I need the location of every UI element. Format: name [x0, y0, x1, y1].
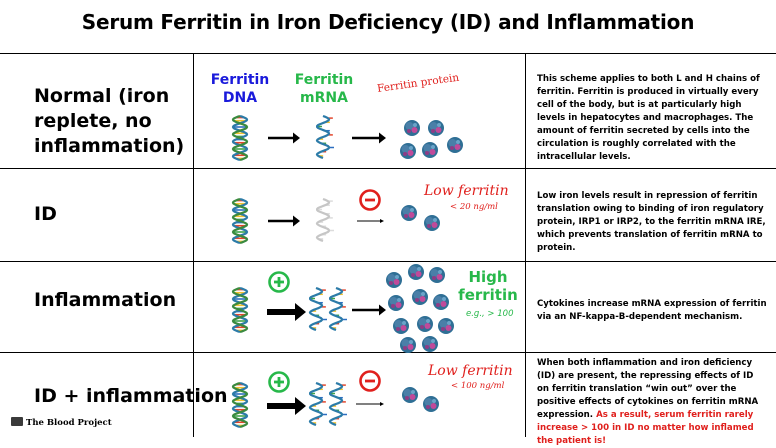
diagram-title: Serum Ferritin in Iron Deficiency (ID) a…: [81, 10, 695, 34]
thin-arrow-icon: [357, 219, 384, 223]
status-threshold-id: < 20 ng/ml: [450, 202, 498, 212]
status-low-ferritin-id: Low ferritin: [424, 183, 509, 199]
column-divider: [525, 53, 526, 437]
minus-sign-icon: [359, 370, 381, 392]
arrow-icon: [352, 304, 386, 316]
dna-helix-icon: [231, 381, 249, 429]
ferritin-protein-icon: [393, 318, 409, 334]
row-label-id-inflammation: ID + inflammation: [34, 385, 228, 407]
status-threshold-inflammation: e.g., > 100: [466, 309, 514, 319]
ferritin-protein-icon: [429, 267, 445, 283]
row-label-inflammation: Inflammation: [34, 289, 177, 311]
dna-helix-icon: [231, 114, 249, 162]
minus-sign-icon: [359, 189, 381, 211]
description-inflammation: Cytokines increase mRNA expression of fe…: [537, 299, 767, 322]
row-divider: [0, 352, 776, 353]
description-id: Low iron levels result in repression of …: [537, 191, 766, 253]
ferritin-protein-icon: [400, 143, 416, 159]
ferritin-protein-icon: [408, 264, 424, 280]
ferritin-protein-icon: [402, 387, 418, 403]
blood-project-logo: The Blood Project: [11, 417, 112, 428]
ferritin-protein-icon: [417, 316, 433, 332]
row-divider: [0, 261, 776, 262]
ferritin-protein-icon: [423, 396, 439, 412]
ferritin-protein-icon: [400, 337, 416, 353]
arrow-icon: [352, 132, 386, 144]
row-divider: [0, 168, 776, 169]
ferritin-protein-icon: [386, 272, 402, 288]
status-low-ferritin-id-inflammation: Low ferritin: [428, 363, 513, 379]
mrna-strand-icon: [328, 381, 347, 427]
dna-helix-icon: [231, 286, 249, 334]
ferritin-protein-icon: [388, 295, 404, 311]
dna-helix-icon: [231, 197, 249, 245]
ferritin-protein-icon: [412, 289, 428, 305]
book-icon: [11, 417, 23, 426]
ferritin-protein-icon: [422, 336, 438, 352]
ferritin-protein-icon: [428, 120, 444, 136]
faded-mrna-strand-icon: [315, 197, 334, 243]
row-label-id: ID: [34, 203, 57, 225]
ferritin-protein-icon: [438, 318, 454, 334]
ferritin-protein-icon: [424, 215, 440, 231]
ferritin-protein-icon: [401, 205, 417, 221]
bold-arrow-icon: [267, 303, 306, 321]
column-divider: [193, 53, 194, 437]
ferritin-protein-icon: [433, 294, 449, 310]
mrna-strand-icon: [308, 286, 327, 332]
status-threshold-id-inflammation: < 100 ng/ml: [451, 381, 505, 391]
diagram-graphics: [231, 114, 463, 429]
thin-arrow-icon: [356, 402, 384, 406]
arrow-icon: [268, 215, 300, 227]
plus-sign-icon: [268, 371, 290, 393]
row-divider: [0, 53, 776, 54]
mrna-strand-icon: [315, 114, 334, 160]
mrna-strand-icon: [328, 286, 347, 332]
ferritin-protein-icon: [404, 120, 420, 136]
mrna-strand-icon: [308, 381, 327, 427]
ferritin-protein-icon: [447, 137, 463, 153]
description-normal: This scheme applies to both L and H chai…: [537, 74, 760, 162]
arrow-icon: [268, 132, 300, 144]
ferritin-protein-icon: [422, 142, 438, 158]
bold-arrow-icon: [267, 397, 306, 415]
plus-sign-icon: [268, 271, 290, 293]
